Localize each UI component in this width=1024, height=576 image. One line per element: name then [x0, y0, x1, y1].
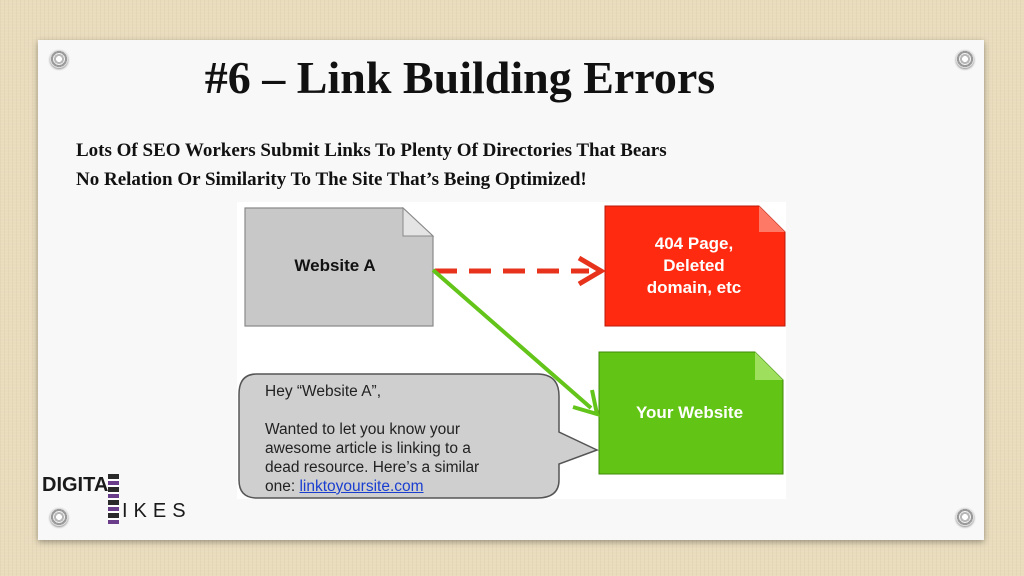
your-website-fold [755, 352, 783, 380]
error-box-label: 404 Page, Deleted domain, etc [605, 206, 783, 326]
pin-icon [50, 508, 68, 526]
error-box [604, 205, 786, 327]
pin-icon [956, 50, 974, 68]
error-box-line: domain, etc [646, 278, 742, 297]
bubble-line-prefix: one: [265, 478, 300, 495]
bubble-line: one: linktoyoursite.com [265, 477, 565, 496]
speech-bubble [238, 373, 599, 499]
error-box-line: Deleted [663, 256, 725, 275]
logo-text-bottom: IKES [122, 500, 192, 522]
bubble-text: Hey “Website A”, Wanted to let you know … [265, 382, 565, 496]
diagram-shapes [238, 205, 786, 499]
logo-text-top: DIGITA [42, 474, 109, 496]
website-a-fold [402, 206, 435, 237]
green-arrow-head [572, 389, 600, 417]
green-arrow [431, 268, 593, 410]
bubble-line: dead resource. Here’s a similar [265, 459, 480, 476]
error-box-fold [759, 206, 785, 232]
dashed-arrow-head [577, 255, 606, 287]
website-a-label: Website A [294, 256, 376, 275]
bubble-link[interactable]: linktoyoursite.com [299, 478, 424, 495]
bubble-line: awesome article is linking to a [265, 440, 471, 457]
logo-bar-icon [108, 474, 119, 524]
subtitle-line: No Relation Or Similarity To The Site Th… [76, 169, 587, 190]
your-website-label: Your Website [635, 403, 744, 422]
pin-icon [956, 508, 974, 526]
pin-icon [50, 50, 68, 68]
your-website-box [598, 351, 784, 475]
link-diagram: Website A 404 Page, Deleted domain, etc … [237, 202, 786, 499]
website-a-box [244, 207, 434, 327]
bubble-greeting: Hey “Website A”, [265, 383, 382, 400]
bubble-line: Wanted to let you know your [265, 421, 460, 438]
error-box-line: 404 Page, [654, 234, 734, 253]
brand-logo: DIGITA IKES [42, 474, 202, 526]
slide-subtitle: Lots Of SEO Workers Submit Links To Plen… [76, 136, 896, 194]
slide-title: #6 – Link Building Errors [204, 52, 716, 103]
subtitle-line: Lots Of SEO Workers Submit Links To Plen… [76, 140, 667, 161]
